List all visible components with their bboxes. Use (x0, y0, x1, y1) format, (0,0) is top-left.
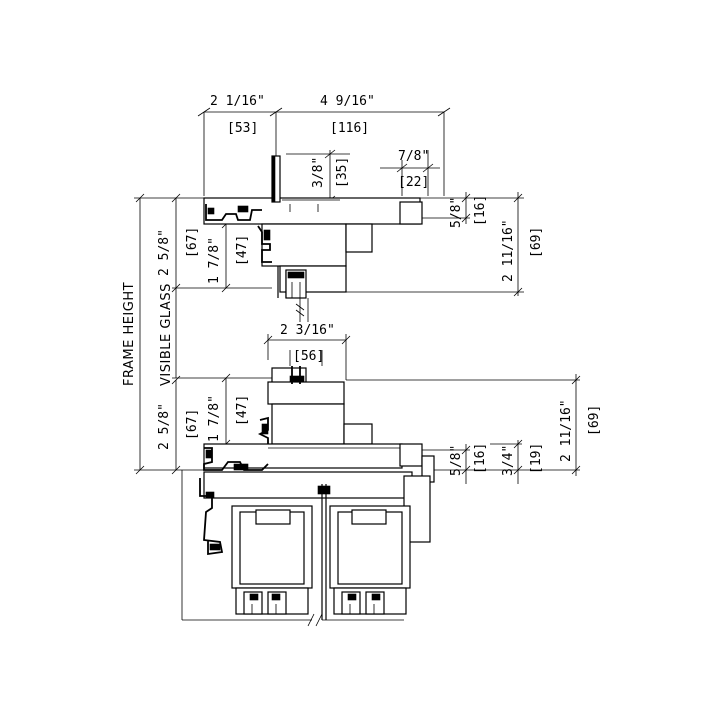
head-offset-fraction: 3/8" (311, 157, 326, 188)
sill-sight-fraction: 5/8" (449, 445, 464, 476)
head-projection-metric: [22] (398, 175, 429, 190)
top-width-left-fraction: 2 1/16" (210, 94, 265, 109)
head-frame-metric: [67] (185, 227, 200, 258)
sill-projection-fraction: 3/4" (501, 445, 516, 476)
sill-glass-fraction: 1 7/8" (207, 395, 222, 442)
frame-height-dimension (134, 193, 210, 475)
head-frame-fraction: 2 5/8" (157, 229, 172, 276)
head-depth-metric: [69] (529, 227, 544, 258)
head-projection-dimension (380, 150, 440, 196)
sill-projection-dimension (490, 439, 523, 484)
visible-glass-dimension (172, 287, 272, 379)
visible-glass-label: VISIBLE GLASS (159, 283, 174, 386)
sill-sight-metric: [16] (473, 443, 488, 474)
head-depth-dimension (346, 192, 524, 297)
sill-sight-dimension (404, 444, 471, 484)
head-sight-dimension (420, 192, 496, 224)
top-width-right-metric: [116] (330, 121, 369, 136)
sill-frame-metric: [67] (185, 409, 200, 440)
lower-sash-assembly (199, 471, 431, 620)
sill-projection-metric: [19] (529, 443, 544, 474)
sill-frame-profile (203, 366, 435, 483)
head-glass-fraction: 1 7/8" (207, 237, 222, 284)
head-frame-dimension (171, 193, 181, 293)
sill-frame-fraction: 2 5/8" (157, 403, 172, 450)
sill-glass-metric: [47] (235, 395, 250, 426)
top-width-dimensions (197, 107, 451, 196)
sill-depth-metric: [69] (587, 405, 602, 436)
head-projection-fraction: 7/8" (398, 149, 429, 164)
head-sight-fraction: 5/8" (449, 197, 464, 228)
ground-line (181, 470, 404, 627)
sill-depth-fraction: 2 11/16" (559, 399, 574, 462)
mid-width-metric: [56] (293, 349, 324, 364)
frame-height-label: FRAME HEIGHT (122, 282, 137, 386)
head-glass-metric: [47] (235, 235, 250, 266)
head-sight-metric: [16] (473, 195, 488, 226)
mid-width-fraction: 2 3/16" (280, 323, 335, 338)
mid-width-dimension (263, 334, 351, 380)
head-offset-metric: [35] (335, 157, 350, 188)
top-width-right-fraction: 4 9/16" (320, 94, 375, 109)
head-depth-fraction: 2 11/16" (501, 219, 516, 282)
top-width-left-metric: [53] (227, 121, 258, 136)
sill-depth-dimension (346, 374, 581, 476)
sill-frame-dimension (171, 375, 181, 475)
head-frame-profile (203, 155, 423, 322)
